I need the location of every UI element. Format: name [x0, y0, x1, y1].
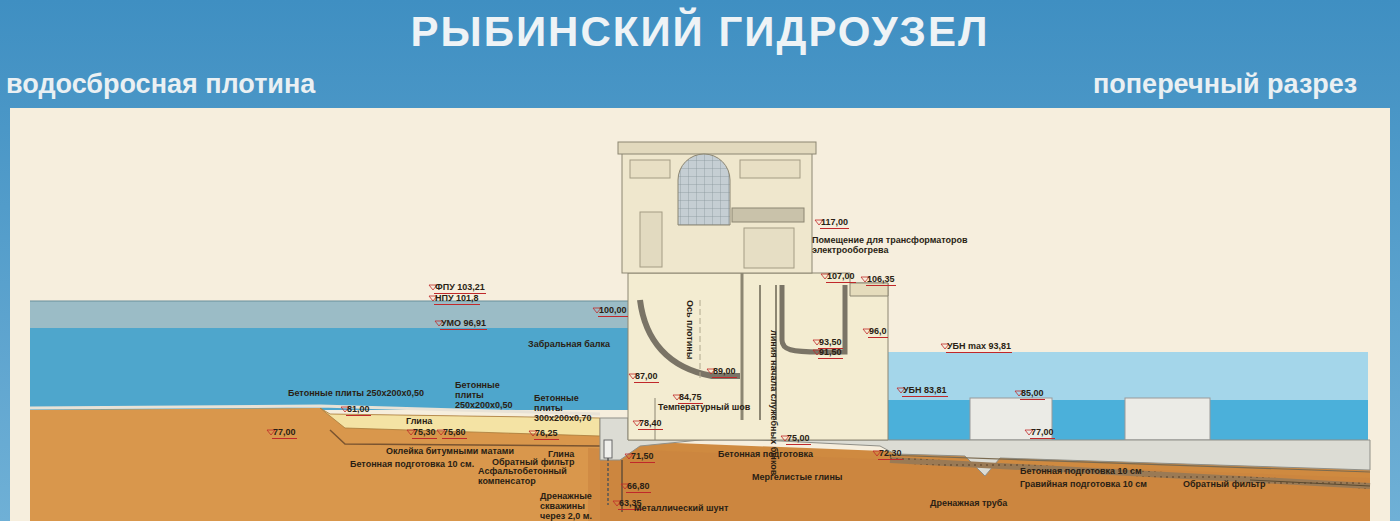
water-surcharge — [30, 301, 628, 328]
elevation-mark: 117,00 — [820, 218, 849, 229]
callout-label: Дренажные скважины через 2,0 м. — [540, 492, 606, 521]
elevation-mark: 85,00 — [1020, 389, 1045, 400]
elevation-mark: 78,40 — [638, 419, 663, 430]
elevation-mark: УБН max 93,81 — [946, 342, 1012, 353]
gate-house — [622, 145, 812, 273]
elevation-mark: 71,50 — [630, 452, 655, 463]
callout-label: Дренажная труба — [930, 499, 1007, 509]
elevation-mark: НПУ 101,8 — [434, 294, 480, 305]
callout-label: Бетонная подготовка — [718, 450, 813, 460]
callout-label: Бетонная подготовка 10 см — [1020, 467, 1142, 477]
dam-body — [628, 273, 888, 440]
elevation-mark: 75,30 — [412, 428, 437, 439]
elevation-mark: УБН 83,81 — [902, 386, 948, 397]
elevation-mark: 72,30 — [878, 449, 903, 460]
elevation-mark: 75,80 — [442, 428, 467, 439]
downstream-water-max — [888, 352, 1368, 400]
callout-label: Бетонная подготовка 10 см. — [350, 460, 474, 470]
elevation-mark: 75,00 — [786, 434, 811, 445]
callout-label: Глина — [406, 417, 432, 427]
subtitle: поперечный разрез — [1093, 70, 1357, 100]
title: РЫБИНСКИЙ ГИДРОУЗЕЛ — [0, 8, 1400, 56]
elevation-mark: 91,50 — [818, 348, 843, 359]
callout-label: Гравийная подготовка 10 см — [1020, 480, 1147, 490]
callout-label: Обратный фильтр — [1183, 480, 1265, 490]
callout-label: Бетонные плиты 250х200х0,50 — [455, 381, 529, 411]
elevation-mark: 77,00 — [1030, 428, 1055, 439]
callout-label: Асфальтобетонный компенсатор — [478, 467, 558, 487]
callout-label: Температурный шов — [658, 403, 750, 413]
elevation-mark: УМО 96,91 — [440, 319, 487, 330]
panel — [10, 108, 1390, 521]
elevation-mark: 77,00 — [272, 428, 297, 439]
callout-label: Мергелистые глины — [752, 473, 843, 483]
elevation-mark: ФПУ 103,21 — [434, 283, 486, 294]
elevation-mark: 106,35 — [866, 275, 896, 286]
soil-upstream — [30, 408, 600, 521]
callout-label: Помещение для трансформаторов электрообо… — [812, 236, 987, 256]
subtitle: водосбросная плотина — [6, 70, 315, 100]
elevation-mark: 66,80 — [626, 482, 651, 493]
callout-label: Забральная балка — [528, 340, 610, 350]
callout-label: Оклейка битумными матами — [386, 447, 514, 457]
callout-label: Бетонные плиты 250х200х0,50 — [288, 389, 424, 399]
elevation-mark: 76,25 — [534, 429, 559, 440]
elevation-mark: 81,00 — [346, 405, 371, 416]
callout-label: Ось плотины — [684, 300, 694, 359]
apron-block — [1125, 398, 1210, 440]
elevation-mark: 100,00 — [598, 306, 628, 317]
spillway-face — [640, 300, 740, 376]
elevation-mark: 89,00 — [712, 367, 737, 378]
callout-label: Металлический шунт — [634, 504, 728, 514]
callout-label: Бетонные плиты 300х200х0,70 — [534, 394, 606, 424]
elevation-mark: 96,0 — [868, 327, 888, 338]
arched-window — [678, 154, 730, 225]
elevation-mark: 87,00 — [634, 372, 659, 383]
elevation-mark: 107,00 — [826, 272, 856, 283]
